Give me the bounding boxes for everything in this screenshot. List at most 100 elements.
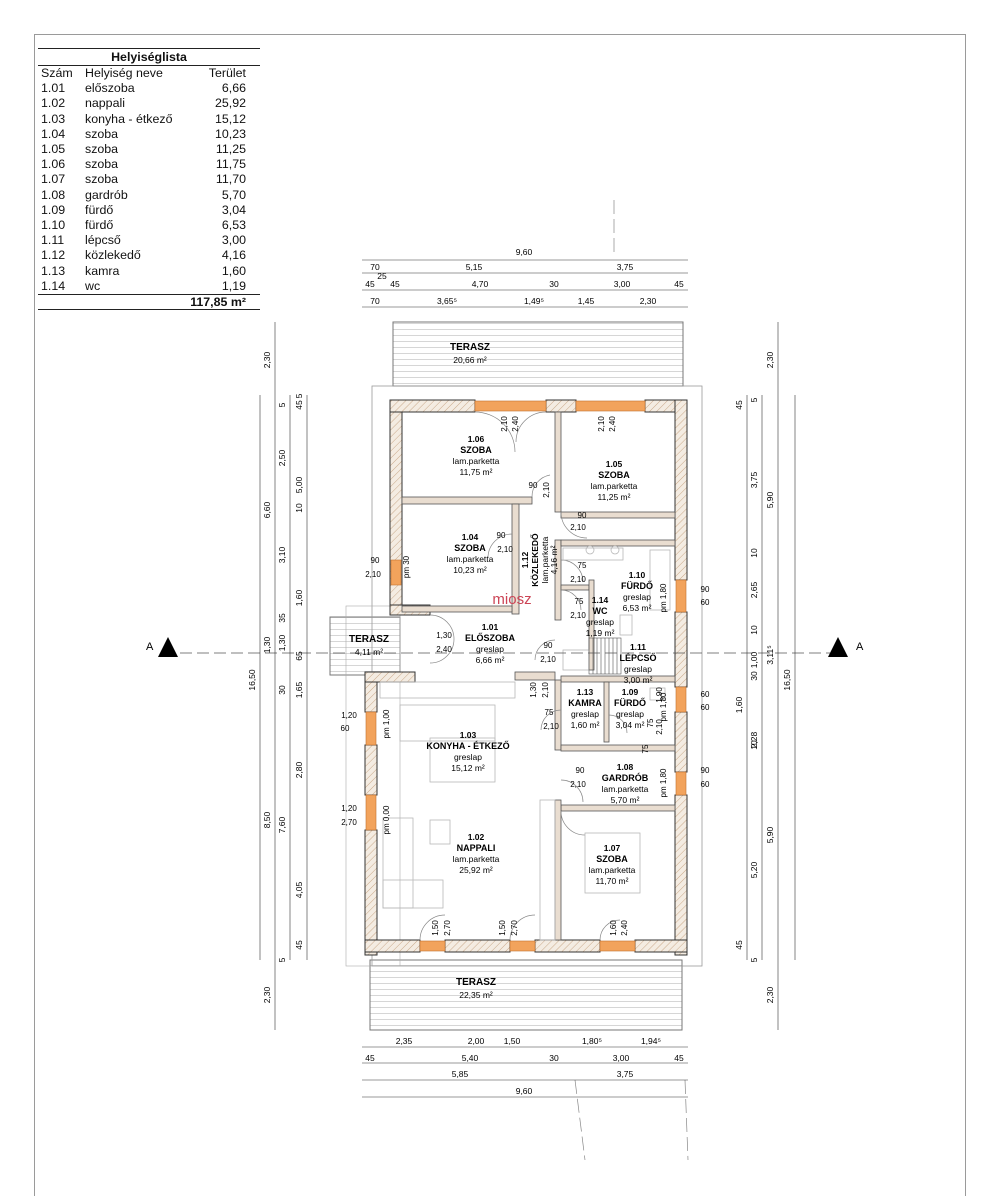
room-id: 1.14	[592, 595, 609, 605]
room-floor: greslap	[624, 664, 652, 674]
room-area-label: 1,60 m²	[571, 720, 600, 730]
room-name: nappali	[85, 96, 125, 111]
section-label-right: A	[856, 641, 864, 653]
dimension-label: 65	[294, 651, 304, 661]
room-name: kamra	[85, 263, 120, 278]
opening-dimension: 2,70	[443, 920, 452, 936]
dimension-label: 2,80	[294, 761, 304, 778]
dimension-label: 30	[277, 685, 287, 695]
dimension-label: 5	[294, 393, 304, 398]
room-number: 1.10	[41, 218, 66, 233]
opening-dimension: 2,10	[541, 682, 550, 698]
room-name: WC	[593, 606, 608, 616]
dimension-label: 2,00	[468, 1036, 485, 1046]
room-id: 1.05	[606, 459, 623, 469]
opening-dimension: 2,10	[542, 482, 551, 498]
dimension-label: 1,49⁵	[524, 296, 544, 306]
room-area-label: 3,00 m²	[624, 675, 653, 685]
dimension-label: 5,20	[749, 861, 759, 878]
room-name: közlekedő	[85, 248, 141, 263]
axis-guides	[574, 200, 689, 1161]
room-area-label: 6,53 m²	[623, 603, 652, 613]
room-number: 1.02	[41, 96, 66, 111]
dimension-label: 5,85	[452, 1069, 469, 1079]
dimension-label: 2,35	[396, 1036, 413, 1046]
opening-dimension: 1,50	[431, 920, 440, 936]
dimension-label: 70	[370, 296, 380, 306]
terrace-area: 22,35 m²	[459, 990, 493, 1000]
dimension-label: 2,28	[749, 731, 759, 748]
opening-dimension: 90	[701, 766, 710, 775]
room-name: NAPPALI	[457, 843, 496, 853]
room-area: 15,12	[214, 111, 246, 126]
door-swings	[419, 411, 628, 941]
room-area-label: 4,16 m²	[549, 545, 559, 574]
room-list-header-row: Szám Helyiség neve Terület	[38, 66, 260, 81]
dimension-label: 45	[294, 400, 304, 410]
room-number: 1.13	[41, 263, 66, 278]
opening-dimension: 2,10	[543, 722, 559, 731]
room-area-label: 11,75 m²	[460, 467, 493, 477]
dimension-label: 10	[749, 625, 759, 635]
room-name: szoba	[85, 142, 119, 157]
room-number: 1.03	[41, 111, 66, 126]
terrace-name: TERASZ	[349, 634, 389, 645]
room-list-total: 117,85 m²	[38, 294, 260, 311]
dimension-label: 9,60	[516, 247, 533, 257]
opening-dimension: 60	[701, 690, 710, 699]
dimension-label: 30	[549, 279, 559, 289]
opening-dimension: 2,10	[365, 570, 381, 579]
dimension-label: 1,60	[294, 589, 304, 606]
room-number: 1.14	[41, 278, 66, 293]
section-marker-left	[158, 637, 178, 657]
room-area-label: 6,66 m²	[476, 655, 505, 665]
room-name: szoba	[85, 172, 119, 187]
opening-dimension: pm 1,00	[382, 709, 391, 738]
room-number: 1.09	[41, 202, 66, 217]
room-name: előszoba	[85, 81, 135, 96]
room-floor: lam.parketta	[602, 784, 649, 794]
dimension-label: 2,65	[749, 581, 759, 598]
room-name: ELŐSZOBA	[465, 632, 516, 643]
opening-dimension: 90	[371, 556, 380, 565]
dimension-label: 45	[294, 940, 304, 950]
room-name: SZOBA	[460, 445, 492, 455]
opening-dimension: 75	[646, 718, 655, 727]
room-area: 11,75	[215, 157, 246, 172]
dimension-label: 30	[749, 671, 759, 681]
opening-dimension: 2,10	[497, 545, 513, 554]
room-area-label: 3,04 m²	[616, 720, 645, 730]
opening-dimension: 90	[701, 585, 710, 594]
dimension-label: 1,30	[262, 636, 272, 653]
room-name: FÜRDŐ	[621, 580, 653, 591]
dimension-label: 1,80⁵	[582, 1036, 602, 1046]
room-number: 1.08	[41, 187, 66, 202]
dimension-label: 3,65⁵	[437, 296, 457, 306]
opening-dimension: 60	[701, 780, 710, 789]
dimension-lines-top	[362, 259, 688, 308]
dimension-label: 2,30	[262, 351, 272, 368]
opening-dimension: pm 1,80	[659, 768, 668, 797]
dimension-label: 1,60	[734, 696, 744, 713]
opening-dimension: 2,40	[511, 416, 520, 432]
dimension-label: 10	[749, 740, 759, 750]
opening-dimension: 1,30	[529, 682, 538, 698]
header-number: Szám	[41, 66, 73, 80]
dimension-label: 1,65	[294, 681, 304, 698]
room-list-table: Helyiséglista Szám Helyiség neve Terület…	[38, 48, 260, 311]
dimension-label: 3,75	[617, 262, 634, 272]
dimension-label: 25	[377, 271, 387, 281]
opening-dimension: 60	[341, 724, 350, 733]
dimension-label: 2,50	[277, 449, 287, 466]
stairs	[588, 637, 622, 675]
room-area: 1,19	[221, 278, 246, 293]
room-number: 1.12	[41, 248, 66, 263]
dimension-label: 4,70	[472, 279, 489, 289]
